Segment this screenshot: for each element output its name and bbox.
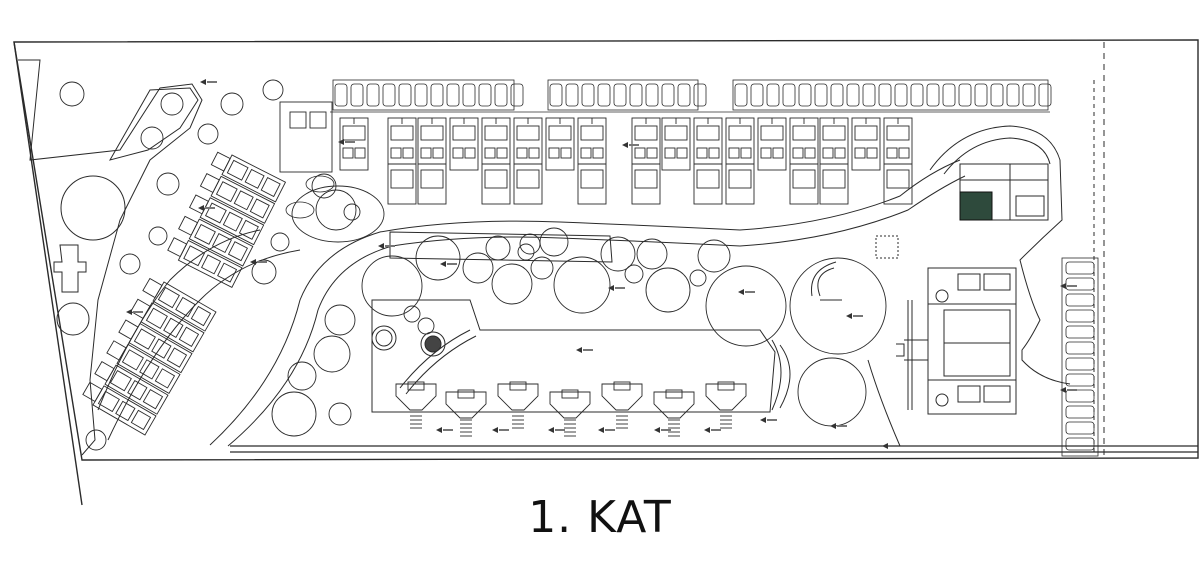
- south-west-residential-units: [82, 277, 217, 436]
- right-parking-area: [1061, 257, 1099, 457]
- level-markers: [126, 79, 1077, 449]
- site-boundary: [13, 39, 1199, 506]
- clubhouse-building: [929, 125, 1071, 385]
- top-parking-area: [330, 79, 1052, 113]
- north-residential-units: [279, 101, 913, 205]
- central-promenade: [209, 159, 966, 447]
- east-garden: [811, 261, 901, 447]
- central-lawn: [371, 299, 791, 413]
- floor-level-label: 1. KAT: [528, 492, 672, 543]
- west-landscape: [18, 59, 301, 456]
- east-building: [875, 235, 1017, 415]
- tree-canopy: [59, 79, 887, 451]
- pool-cabanas: [395, 381, 747, 437]
- west-residential-units: [167, 151, 287, 288]
